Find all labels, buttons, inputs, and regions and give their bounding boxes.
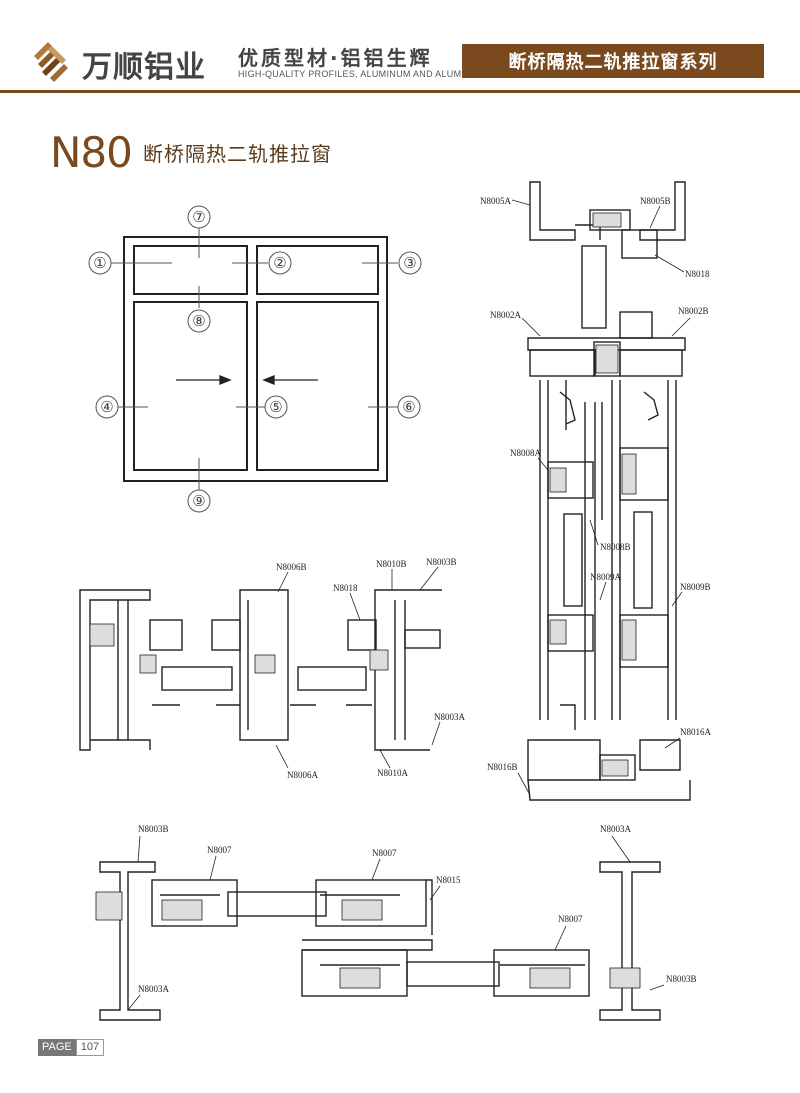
label-n8003a-bottom-right: N8003A	[600, 824, 631, 834]
model-name: 断桥隔热二轨推拉窗	[143, 142, 332, 166]
label-n8006b: N8006B	[276, 562, 307, 572]
marker-8: ⑧	[192, 314, 205, 330]
page-number: 107	[75, 1039, 105, 1056]
label-n8016a: N8016A	[680, 727, 711, 737]
model-code: N80	[50, 128, 133, 177]
label-n8005b: N8005B	[640, 196, 671, 206]
marker-4: ④	[100, 400, 113, 416]
label-n8018: N8018	[685, 269, 710, 279]
label-n8009a: N8009A	[590, 572, 621, 582]
label-n8008a: N8008A	[510, 448, 541, 458]
label-n8006a: N8006A	[287, 770, 318, 780]
label-n8010b: N8010B	[376, 559, 407, 569]
marker-1: ①	[93, 256, 106, 272]
marker-7: ⑦	[192, 210, 205, 226]
label-n8003b-bottom-right: N8003B	[666, 974, 697, 984]
logo-icon	[34, 42, 68, 82]
marker-5: ⑤	[269, 400, 282, 416]
slogan-english: HIGH-QUALITY PROFILES, ALUMINUM AND ALUM…	[238, 69, 486, 79]
slogan-chinese: 优质型材·铝铝生辉	[238, 46, 433, 70]
page-header: 万顺铝业 优质型材·铝铝生辉 HIGH-QUALITY PROFILES, AL…	[0, 0, 800, 93]
label-n8008b: N8008B	[600, 542, 631, 552]
marker-9: ⑨	[192, 494, 205, 510]
label-n8009b: N8009B	[680, 582, 711, 592]
marker-3: ③	[403, 256, 416, 272]
label-n8010a: N8010A	[377, 768, 408, 778]
label-n8018-section: N8018	[333, 583, 358, 593]
page-footer: PAGE 107	[38, 1039, 105, 1056]
label-n8015: N8015	[436, 875, 461, 885]
label-n8007-middle: N8007	[372, 848, 397, 858]
marker-2: ②	[273, 256, 286, 272]
label-n8003b-upper: N8003B	[426, 557, 457, 567]
label-n8003a-bottom-left: N8003A	[138, 984, 169, 994]
brand-name: 万顺铝业	[82, 50, 206, 85]
page-label: PAGE	[38, 1039, 76, 1056]
label-n8016b: N8016B	[487, 762, 518, 772]
label-n8003b-bottom-left: N8003B	[138, 824, 169, 834]
marker-6: ⑥	[402, 400, 415, 416]
label-n8002a: N8002A	[490, 310, 521, 320]
series-title-banner: 断桥隔热二轨推拉窗系列	[462, 44, 764, 78]
header-divider	[0, 90, 800, 93]
label-n8003a-upper: N8003A	[434, 712, 465, 722]
label-n8002b: N8002B	[678, 306, 709, 316]
label-n8007-right: N8007	[558, 914, 583, 924]
label-n8007-left: N8007	[207, 845, 232, 855]
label-n8005a: N8005A	[480, 196, 511, 206]
